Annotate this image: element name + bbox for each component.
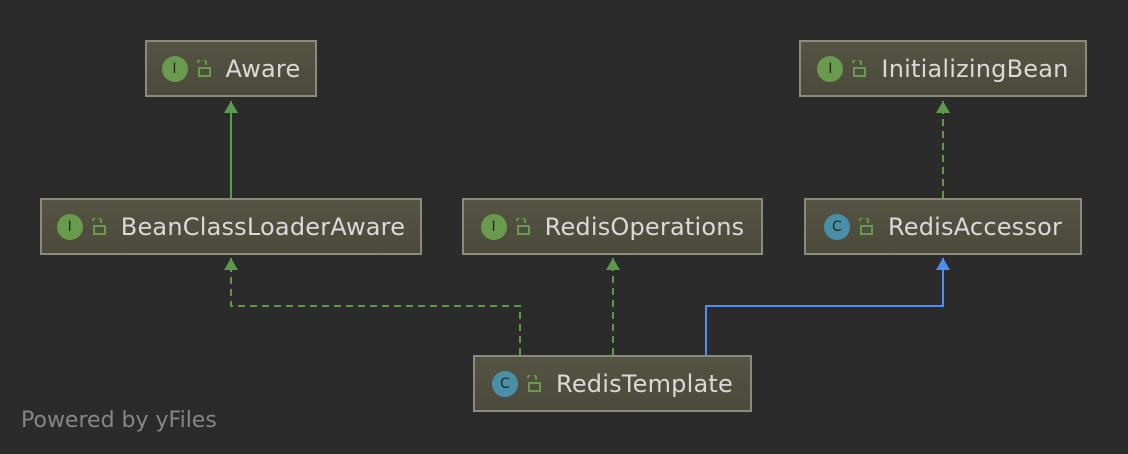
node-label: InitializingBean	[881, 54, 1069, 83]
unlock-icon	[852, 59, 867, 77]
unlock-icon	[196, 59, 211, 77]
node-redistemplate[interactable]: C RedisTemplate	[473, 355, 752, 412]
interface-icon: I	[56, 213, 83, 240]
class-icon: C	[492, 370, 519, 397]
node-initializingbean[interactable]: I InitializingBean	[799, 40, 1087, 97]
unlock-icon	[858, 217, 873, 235]
node-redisoperations[interactable]: I RedisOperations	[462, 198, 763, 255]
node-label: RedisOperations	[544, 212, 745, 241]
node-label: RedisTemplate	[556, 369, 733, 398]
class-icon: C	[823, 213, 850, 240]
unlock-icon	[515, 217, 530, 235]
edge-redistemplate-redisaccessor	[705, 258, 950, 355]
node-label: Aware	[225, 54, 301, 83]
node-aware[interactable]: I Aware	[145, 40, 317, 97]
interface-icon: I	[161, 55, 188, 82]
interface-icon: I	[480, 213, 507, 240]
node-beanclassloaderaware[interactable]: I BeanClassLoaderAware	[40, 198, 422, 255]
powered-by-footer: Powered by yFiles	[21, 408, 217, 433]
unlock-icon	[527, 374, 542, 392]
edge-redistemplate-beanclassloaderaware	[224, 258, 521, 355]
interface-icon: I	[817, 55, 844, 82]
node-label: BeanClassLoaderAware	[120, 212, 406, 241]
node-redisaccessor[interactable]: C RedisAccessor	[804, 198, 1082, 255]
node-label: RedisAccessor	[887, 212, 1063, 241]
unlock-icon	[91, 217, 106, 235]
